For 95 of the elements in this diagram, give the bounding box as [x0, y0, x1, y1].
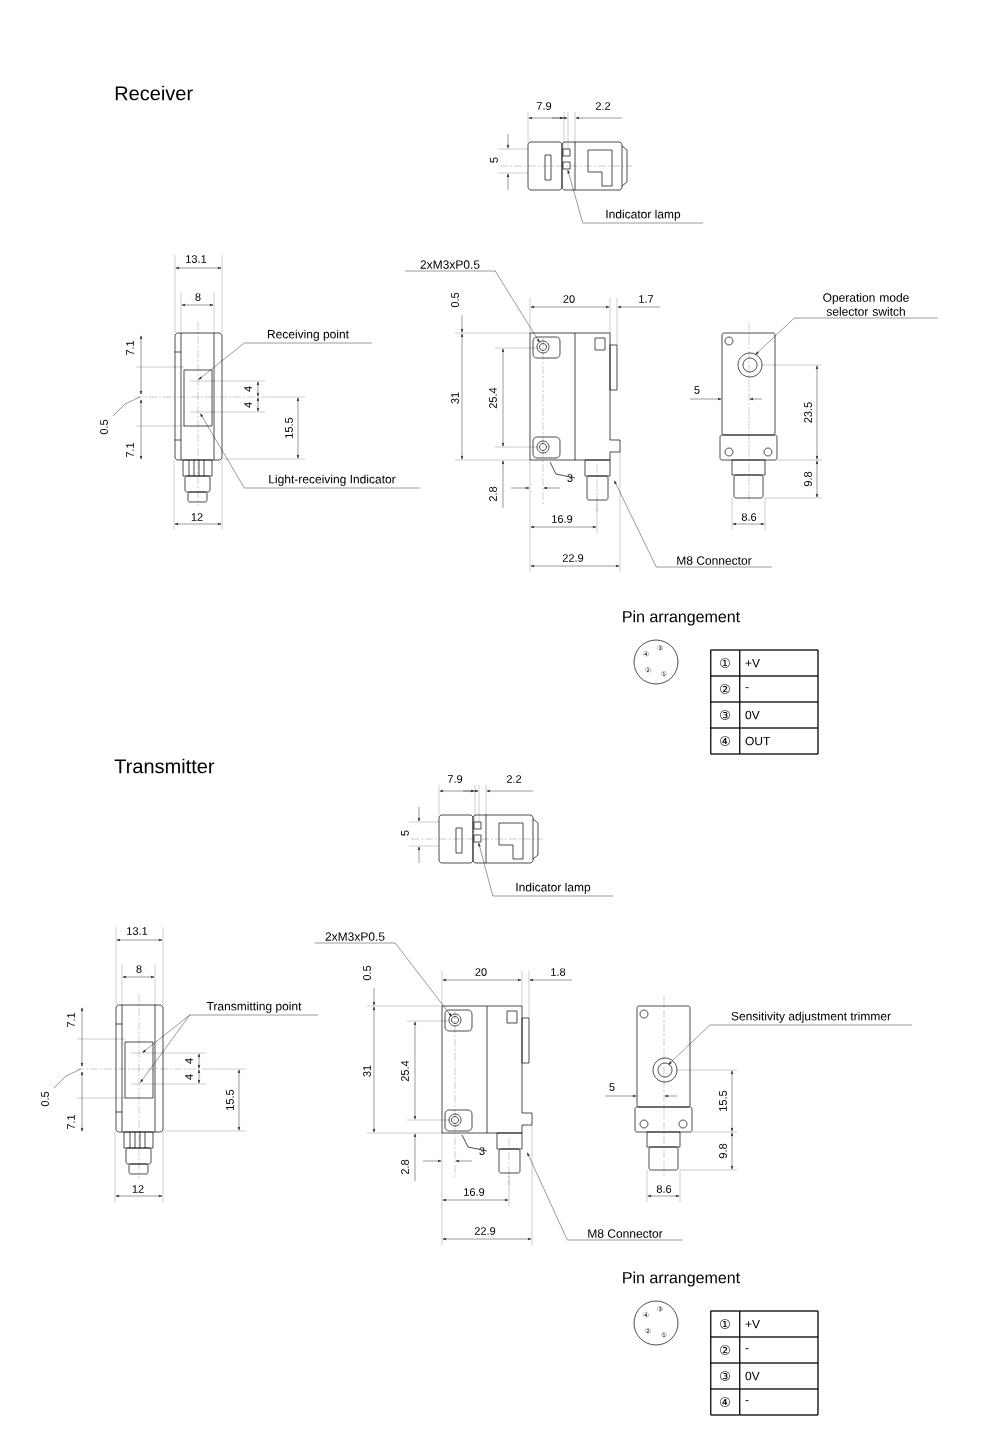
callout-text: Indicator lamp — [606, 209, 681, 221]
table-cell: ① — [710, 1310, 740, 1338]
dimension-value: 4 — [185, 1058, 193, 1064]
indicator-lamp — [473, 834, 482, 843]
dimension-value: 16.9 — [552, 515, 573, 523]
dimension-value: 0.5 — [100, 419, 108, 435]
leader-line — [142, 1014, 319, 1053]
dimension-value: 9.8 — [719, 1143, 727, 1159]
dimension-value: 8 — [195, 293, 201, 301]
leader-line — [140, 1014, 190, 1083]
dimension-value: 0.5 — [363, 965, 371, 981]
callout-text: M8 Connector — [677, 556, 752, 565]
subheading: Pin arrangement — [623, 1271, 740, 1287]
dimension-value: 4 — [244, 402, 252, 408]
dimension-value: 13.1 — [186, 255, 207, 263]
dimension-value: 12 — [191, 513, 203, 521]
section-heading: Receiver — [115, 85, 193, 101]
callout-text: Operation mode selector switch — [823, 293, 909, 316]
callout-text: Transmitting point — [206, 1001, 302, 1013]
callout-text: 2xM3xP0.5 — [420, 260, 480, 269]
dimension-value: 5 — [401, 830, 409, 836]
dimension-value: 2.8 — [489, 486, 497, 502]
table-cell: OUT — [739, 727, 819, 755]
table-cell: - — [739, 1388, 819, 1416]
dimension-value: 22.9 — [562, 554, 584, 562]
dimension-value: 5 — [490, 157, 498, 163]
table-cell: ④ — [710, 1388, 740, 1416]
dimension-value: 8.6 — [741, 513, 757, 521]
subheading: Pin arrangement — [623, 610, 740, 626]
table-cell: +V — [739, 1310, 819, 1338]
table-cell: 0V — [739, 701, 819, 729]
dimension-value: 25.4 — [401, 1060, 409, 1082]
table-cell: ④ — [710, 727, 740, 755]
leader-line — [614, 480, 772, 568]
table-cell: - — [739, 1336, 819, 1364]
dimension-value: 5 — [694, 386, 700, 394]
dimension-value: 15.5 — [285, 417, 293, 438]
dimension-value: 9.8 — [804, 471, 812, 487]
dimension-value: 22.9 — [474, 1227, 496, 1235]
dimension-value: 3 — [479, 1147, 485, 1155]
dimension-value: 31 — [363, 1065, 371, 1077]
table-cell: 0V — [739, 1362, 819, 1390]
leader-line — [527, 1152, 683, 1241]
dimension-value: 2.2 — [595, 102, 611, 110]
dimension-value: 4 — [185, 1074, 193, 1080]
indicator-lamp — [562, 161, 571, 170]
dimension-value: 2.2 — [506, 775, 522, 783]
dimension-value: 7.1 — [67, 1114, 75, 1130]
dimension-value: 1.8 — [551, 968, 566, 976]
dimension-value: 5 — [609, 1083, 615, 1091]
dimension-value: 15.5 — [719, 1090, 727, 1111]
table-cell: - — [739, 675, 819, 703]
dimension-value: 15.5 — [226, 1089, 234, 1110]
leader-line — [668, 1024, 913, 1065]
leader-line — [198, 342, 372, 380]
callout-text: Receiving point — [267, 329, 349, 341]
dimension-value: 13.1 — [127, 927, 148, 935]
dimension-value: 7.9 — [447, 775, 463, 783]
table-cell: ② — [710, 1336, 740, 1364]
table-cell: ③ — [710, 1362, 740, 1390]
dimension-value: 7.1 — [67, 1012, 75, 1028]
dimension-value: 20 — [475, 968, 487, 976]
leader-line — [404, 270, 540, 343]
dimension-value: 8.6 — [656, 1185, 672, 1193]
table-cell: ① — [710, 649, 740, 677]
dimension-value: 23.5 — [804, 402, 812, 423]
dimension-value: 20 — [563, 295, 575, 303]
dimension-value: 4 — [244, 386, 252, 392]
dimension-value: 8 — [136, 965, 142, 973]
dimension-value: 12 — [132, 1185, 144, 1193]
dimension-value: 0.5 — [451, 292, 459, 308]
leader-line — [200, 413, 420, 489]
dimension-value: 31 — [451, 392, 459, 404]
dimension-value: 7.1 — [126, 340, 134, 356]
dimension-value: 7.9 — [536, 102, 552, 110]
dimension-value: 2.8 — [401, 1159, 409, 1175]
dimension-value: 1.7 — [639, 295, 654, 303]
leader-line — [478, 843, 614, 897]
table-cell: ② — [710, 675, 740, 703]
callout-text: M8 Connector — [588, 1229, 663, 1238]
callout-text: Light-receiving Indicator — [269, 474, 396, 486]
dimension-value: 7.1 — [126, 442, 134, 458]
table-cell: ③ — [710, 701, 740, 729]
dimension-value: 16.9 — [464, 1188, 485, 1196]
dimension-value: 0.5 — [41, 1091, 49, 1107]
leader-line — [567, 170, 704, 224]
section-heading: Transmitter — [114, 758, 215, 774]
callout-text: Indicator lamp — [516, 882, 591, 894]
leader-line — [755, 317, 938, 355]
callout-text: 2xM3xP0.5 — [325, 932, 385, 941]
leader-line — [314, 942, 452, 1017]
dimension-value: 3 — [567, 474, 573, 482]
dimension-value: 25.4 — [489, 387, 497, 409]
table-cell: +V — [739, 649, 819, 677]
callout-text: Sensitivity adjustment trimmer — [731, 1011, 891, 1023]
